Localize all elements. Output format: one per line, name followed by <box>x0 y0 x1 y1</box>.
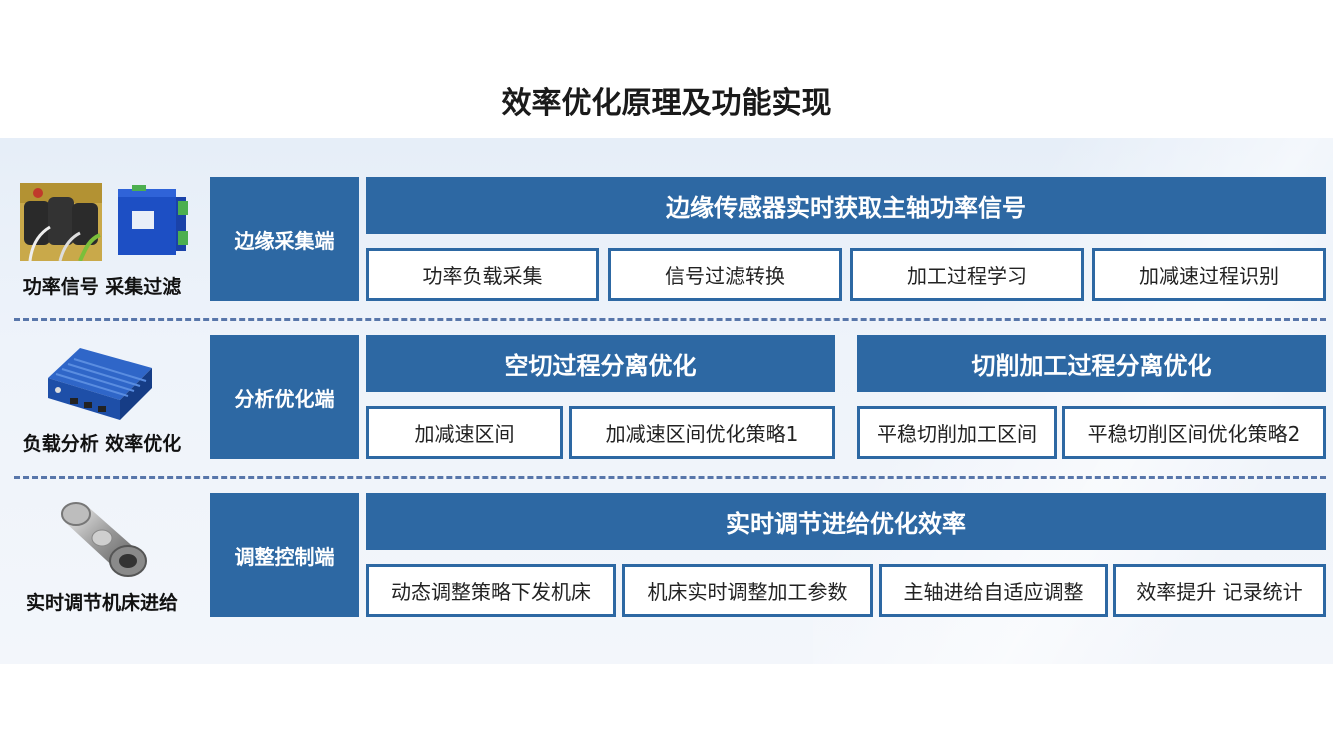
box-accel-strategy-1: 加减速区间优化策略1 <box>569 406 835 459</box>
side-label-row1: 功率信号 采集过滤 <box>22 276 182 298</box>
edge-computer-icon <box>40 338 160 424</box>
box-accel-recognition: 加减速过程识别 <box>1092 248 1326 301</box>
box-power-load: 功率负载采集 <box>366 248 599 301</box>
box-signal-filter: 信号过滤转换 <box>608 248 842 301</box>
band-edge-sensor: 边缘传感器实时获取主轴功率信号 <box>366 177 1326 234</box>
level-adjust-control: 调整控制端 <box>210 493 359 617</box>
side-label-row3: 实时调节机床进给 <box>25 592 178 614</box>
box-efficiency-record: 效率提升 记录统计 <box>1113 564 1326 617</box>
divider-2 <box>14 476 1326 479</box>
band-cutting-separation: 切削加工过程分离优化 <box>857 335 1326 392</box>
level-analysis-optimization: 分析优化端 <box>210 335 359 459</box>
box-process-learning: 加工过程学习 <box>850 248 1084 301</box>
band-realtime-feed: 实时调节进给优化效率 <box>366 493 1326 550</box>
acquisition-module-icon <box>112 183 194 261</box>
box-spindle-adaptive: 主轴进给自适应调整 <box>879 564 1108 617</box>
power-sensor-icon <box>20 183 102 262</box>
box-dynamic-strategy: 动态调整策略下发机床 <box>366 564 616 617</box>
divider-1 <box>14 318 1326 321</box>
side-label-row2: 负载分析 效率优化 <box>22 433 182 455</box>
box-steady-strategy-2: 平稳切削区间优化策略2 <box>1062 406 1326 459</box>
level-edge-acquisition: 边缘采集端 <box>210 177 359 301</box>
box-machine-adjust: 机床实时调整加工参数 <box>622 564 873 617</box>
box-steady-cutting-interval: 平稳切削加工区间 <box>857 406 1057 459</box>
box-accel-interval: 加减速区间 <box>366 406 563 459</box>
spindle-icon <box>52 493 152 583</box>
page-title: 效率优化原理及功能实现 <box>501 86 832 121</box>
band-air-cut-separation: 空切过程分离优化 <box>366 335 835 392</box>
